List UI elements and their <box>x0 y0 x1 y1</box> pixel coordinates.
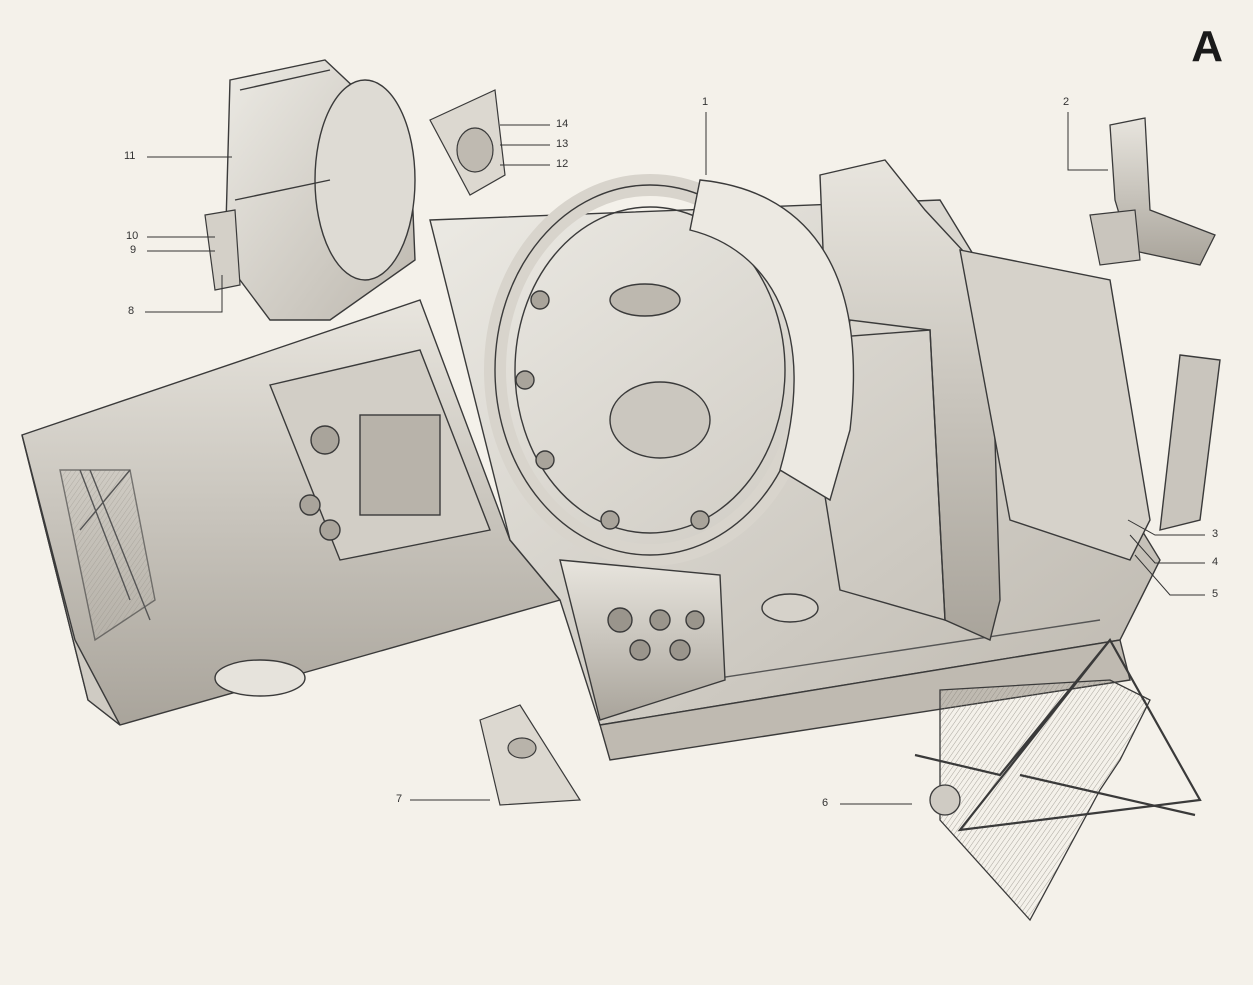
callout-1: 1 <box>702 96 709 108</box>
callout-12: 12 <box>556 158 569 170</box>
callout-9: 9 <box>130 244 137 256</box>
sheet-letter: A <box>1191 22 1223 71</box>
part-12-14-mount <box>429 89 506 196</box>
callout-2: 2 <box>1063 96 1070 108</box>
part-11-housing <box>224 59 416 321</box>
part-8-10-bracket <box>204 209 241 291</box>
part-7-plate <box>479 704 582 806</box>
callout-7: 7 <box>396 793 403 805</box>
callout-5: 5 <box>1212 588 1219 600</box>
monocoque-tub <box>21 159 1221 761</box>
callout-3: 3 <box>1212 528 1219 540</box>
callout-14: 14 <box>556 118 569 130</box>
callout-10: 10 <box>126 230 139 242</box>
callout-11: 11 <box>124 150 136 162</box>
callout-13: 13 <box>556 138 569 150</box>
part-6-subframe <box>914 638 1202 922</box>
callout-8: 8 <box>128 305 135 317</box>
seat-panel <box>689 179 855 502</box>
callout-6: 6 <box>822 797 829 809</box>
leader-lines <box>145 112 1205 805</box>
callout-4: 4 <box>1212 556 1219 568</box>
